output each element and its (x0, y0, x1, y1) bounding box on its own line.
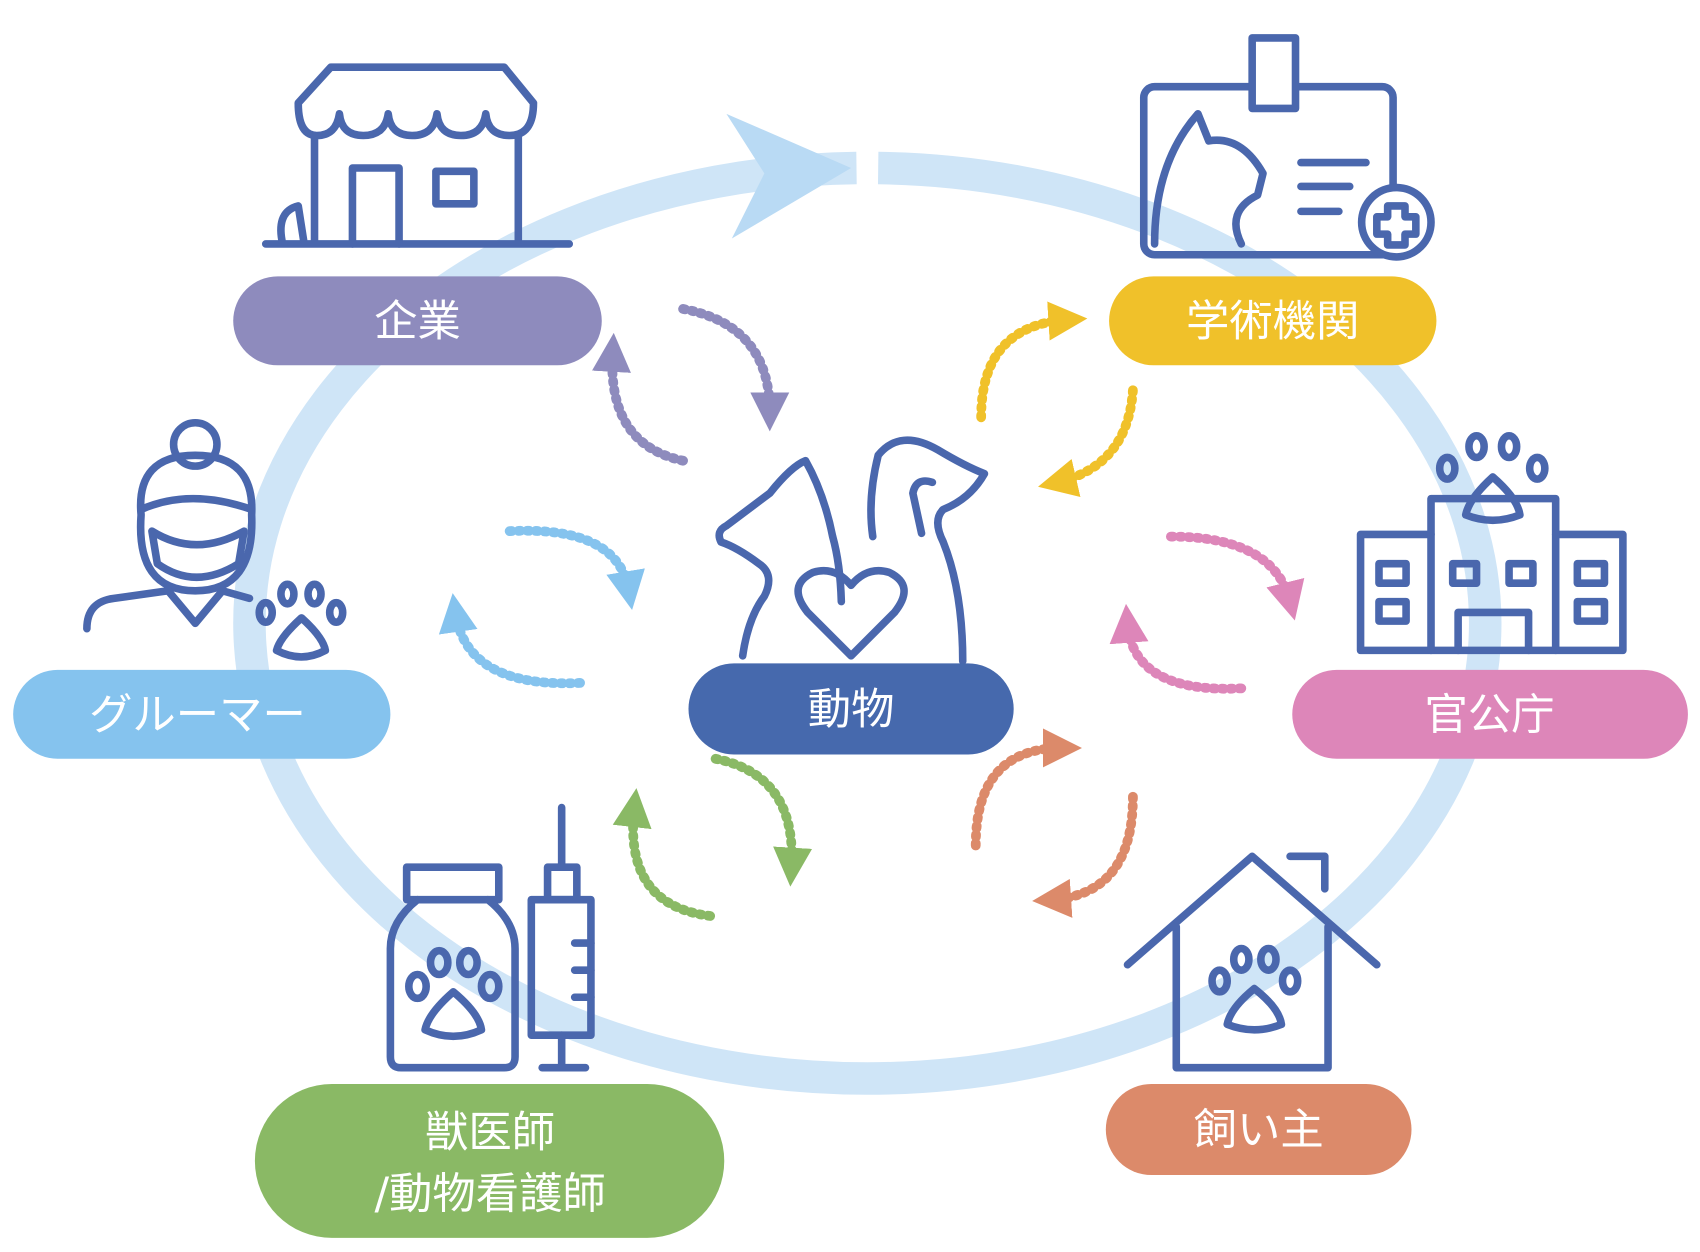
arrow-owner-to-center (970, 728, 1082, 851)
label-center: 動物 (808, 685, 895, 735)
arrow-academic-to-center (1038, 385, 1138, 497)
label-groomer: グルーマー (89, 691, 306, 741)
arrow-company-to-center (678, 304, 790, 432)
node-company: 企業 (233, 276, 602, 366)
shop-icon (261, 63, 574, 248)
medicine-syringe-icon (386, 803, 595, 1072)
cat-dog-heart-icon (715, 436, 989, 666)
dotted-arrows (438, 301, 1305, 921)
cycle-ring (233, 113, 1502, 1095)
arrow-center-to-vet (710, 753, 813, 887)
arrow-center-to-government (1165, 531, 1305, 621)
node-groomer: グルーマー (13, 669, 391, 759)
label-academic: 学術機関 (1186, 297, 1359, 347)
node-center-animal: 動物 (688, 663, 1014, 755)
label-vet-line1: 獣医師 (425, 1108, 555, 1158)
house-paw-icon (1123, 852, 1381, 1072)
arrow-groomer-to-center (438, 593, 585, 689)
cycle-arrowhead (726, 113, 852, 239)
label-government: 官公庁 (1425, 691, 1555, 741)
arrow-center-to-groomer (504, 525, 645, 611)
node-government: 官公庁 (1292, 669, 1688, 759)
label-owner: 飼い主 (1194, 1106, 1324, 1156)
arrow-government-to-center (1109, 603, 1247, 694)
label-company: 企業 (374, 297, 461, 347)
node-owner: 飼い主 (1105, 1083, 1412, 1176)
label-vet-line2: /動物看護師 (374, 1170, 605, 1220)
government-building-icon (1356, 431, 1627, 655)
node-vet: 獣医師 /動物看護師 (254, 1083, 725, 1238)
node-academic: 学術機関 (1109, 276, 1437, 366)
arrow-center-to-academic (976, 301, 1088, 423)
arrow-center-to-company (591, 332, 688, 466)
cat-id-card-icon (1139, 34, 1435, 261)
arrow-vet-to-center (612, 788, 716, 921)
arrow-center-to-owner (1032, 791, 1138, 918)
groomer-person-icon (83, 418, 347, 661)
